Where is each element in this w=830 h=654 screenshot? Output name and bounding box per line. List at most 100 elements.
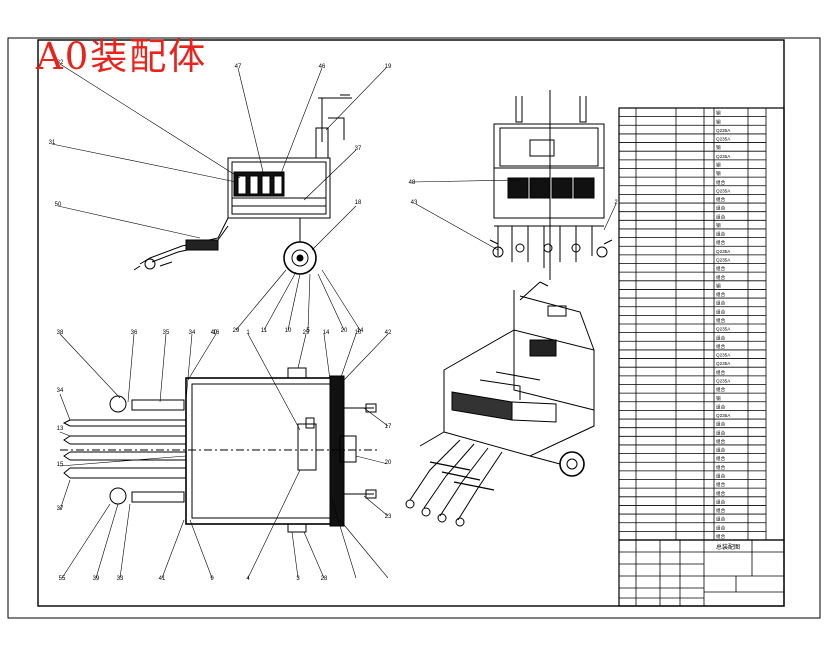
parts-list-material-cell: 组合	[716, 196, 726, 203]
callout-number: 41	[159, 576, 166, 582]
parts-list-material-cell: Q235A	[716, 258, 731, 263]
parts-list-material-cell: 钢	[716, 110, 721, 117]
parts-list-material-cell: 钢	[716, 144, 721, 151]
parts-list-material-cell: 组合	[716, 291, 726, 298]
parts-list-material-cell: 组合	[716, 343, 726, 350]
parts-list-material-cell: Q235A	[716, 361, 731, 366]
side-view	[133, 94, 352, 275]
parts-list-material-cell: 组合	[716, 490, 726, 497]
parts-list-material-cell: 组合	[716, 421, 726, 428]
parts-list-material-cell: Q235A	[716, 137, 731, 142]
parts-list-material-cell: 组合	[716, 429, 726, 436]
parts-list-material-cell: 组合	[716, 516, 726, 523]
parts-list-material-cell: Q235A	[716, 128, 731, 133]
callout-number: 36	[131, 330, 138, 336]
callout-number: 35	[163, 330, 170, 336]
callout-number: 50	[55, 202, 62, 208]
parts-list-material-cell: Q235A	[716, 413, 731, 418]
callout-number: 2	[614, 200, 618, 206]
front-view	[489, 90, 613, 280]
parts-list-material-cell: Q235A	[716, 327, 731, 332]
parts-list-material-cell: 组合	[716, 498, 726, 505]
plan-view	[60, 367, 380, 533]
parts-list-material-cell: 组合	[716, 533, 726, 540]
parts-list-material-cell: 组合	[716, 308, 726, 315]
parts-list-material-cell: 组合	[716, 464, 726, 471]
drawing-title-stamp: A0装配体	[36, 35, 208, 78]
parts-list-material-cell: 组合	[716, 481, 726, 488]
parts-list-material-cell: 组合	[716, 205, 726, 212]
parts-list-material-cell: Q235A	[716, 378, 731, 383]
isometric-view	[405, 281, 595, 527]
parts-list-material-cell: 组合	[716, 455, 726, 462]
callout-number: 47	[235, 64, 242, 70]
callout-number: 33	[117, 576, 124, 582]
callout-number: 23	[385, 514, 392, 520]
callout-number: 1	[246, 330, 250, 336]
parts-list-material-cell: 组合	[716, 369, 726, 376]
callout-number: 37	[355, 146, 362, 152]
parts-list-material-cell: 组合	[716, 300, 726, 307]
callout-number: 48	[409, 180, 416, 186]
parts-list-material-cell: Q235A	[716, 353, 731, 358]
parts-list-material-cell: 组合	[716, 524, 726, 531]
callout-number: 37	[57, 506, 64, 512]
parts-list-material-cell: 组合	[716, 317, 726, 324]
parts-list-material-cell: 组合	[716, 265, 726, 272]
callout-number: 18	[355, 200, 362, 206]
callout-number: 10	[355, 330, 362, 336]
parts-list-material-cell: 组合	[716, 507, 726, 514]
callout-number: 32	[57, 60, 64, 66]
parts-list-material-cell: 钢	[716, 161, 721, 168]
callout-number: 16	[213, 330, 220, 336]
parts-list-material-cell: 钢	[716, 395, 721, 402]
parts-list-material-cell: Q235A	[716, 249, 731, 254]
parts-list-material-cell: 钢	[716, 170, 721, 177]
parts-list-material-cell: 组合	[716, 239, 726, 246]
title-block-drawing-name: 总装配图	[716, 543, 740, 551]
parts-list-material-cell: 组合	[716, 179, 726, 186]
parts-list-material-cell: 组合	[716, 438, 726, 445]
parts-list-material-cell: Q235A	[716, 188, 731, 193]
callout-number: 14	[323, 330, 330, 336]
callout-number: 11	[261, 328, 268, 334]
parts-list-material-cell: 组合	[716, 403, 726, 410]
callout-number: 19	[385, 64, 392, 70]
parts-list-material-cell: 组合	[716, 447, 726, 454]
callout-number: 5	[306, 328, 310, 334]
callout-number: 34	[189, 330, 196, 336]
callout-number: 42	[385, 330, 392, 336]
parts-list-material-cell: Q235A	[716, 154, 731, 159]
callout-number: 10	[285, 328, 292, 334]
callout-number: 20	[341, 328, 348, 334]
parts-list-material-cell: 钢	[716, 222, 721, 229]
callout-number: 13	[57, 426, 64, 432]
callout-number: 9	[210, 576, 214, 582]
parts-list-material-cell: 钢	[716, 118, 721, 125]
parts-list-material-cell: 组合	[716, 231, 726, 238]
callout-leaders	[51, 63, 617, 579]
parts-list-material-cell: 组合	[716, 213, 726, 220]
parts-list-material-cell: 组合	[716, 386, 726, 393]
callout-number: 39	[93, 576, 100, 582]
callout-number: 31	[49, 140, 56, 146]
callout-number: 4	[246, 576, 250, 582]
parts-list-material-cell: 组合	[716, 334, 726, 341]
callout-number: 38	[57, 330, 64, 336]
callout-number: 46	[319, 64, 326, 70]
callout-number: 3	[296, 576, 300, 582]
callout-number: 34	[57, 388, 64, 394]
callout-number: 40	[211, 330, 218, 336]
parts-list-material-cell: 钢	[716, 282, 721, 289]
callout-number: 20	[385, 460, 392, 466]
parts-list-material-cell: 组合	[716, 274, 726, 281]
callout-number: 43	[411, 200, 418, 206]
parts-list-table: 钢钢Q235AQ235A钢Q235A钢钢组合Q235A组合组合组合钢组合组合Q2…	[618, 107, 785, 607]
callout-number: 17	[385, 424, 392, 430]
callout-number: 55	[59, 576, 66, 582]
callout-number: 15	[57, 462, 64, 468]
callout-number: 29	[303, 330, 310, 336]
callout-number: 28	[321, 576, 328, 582]
